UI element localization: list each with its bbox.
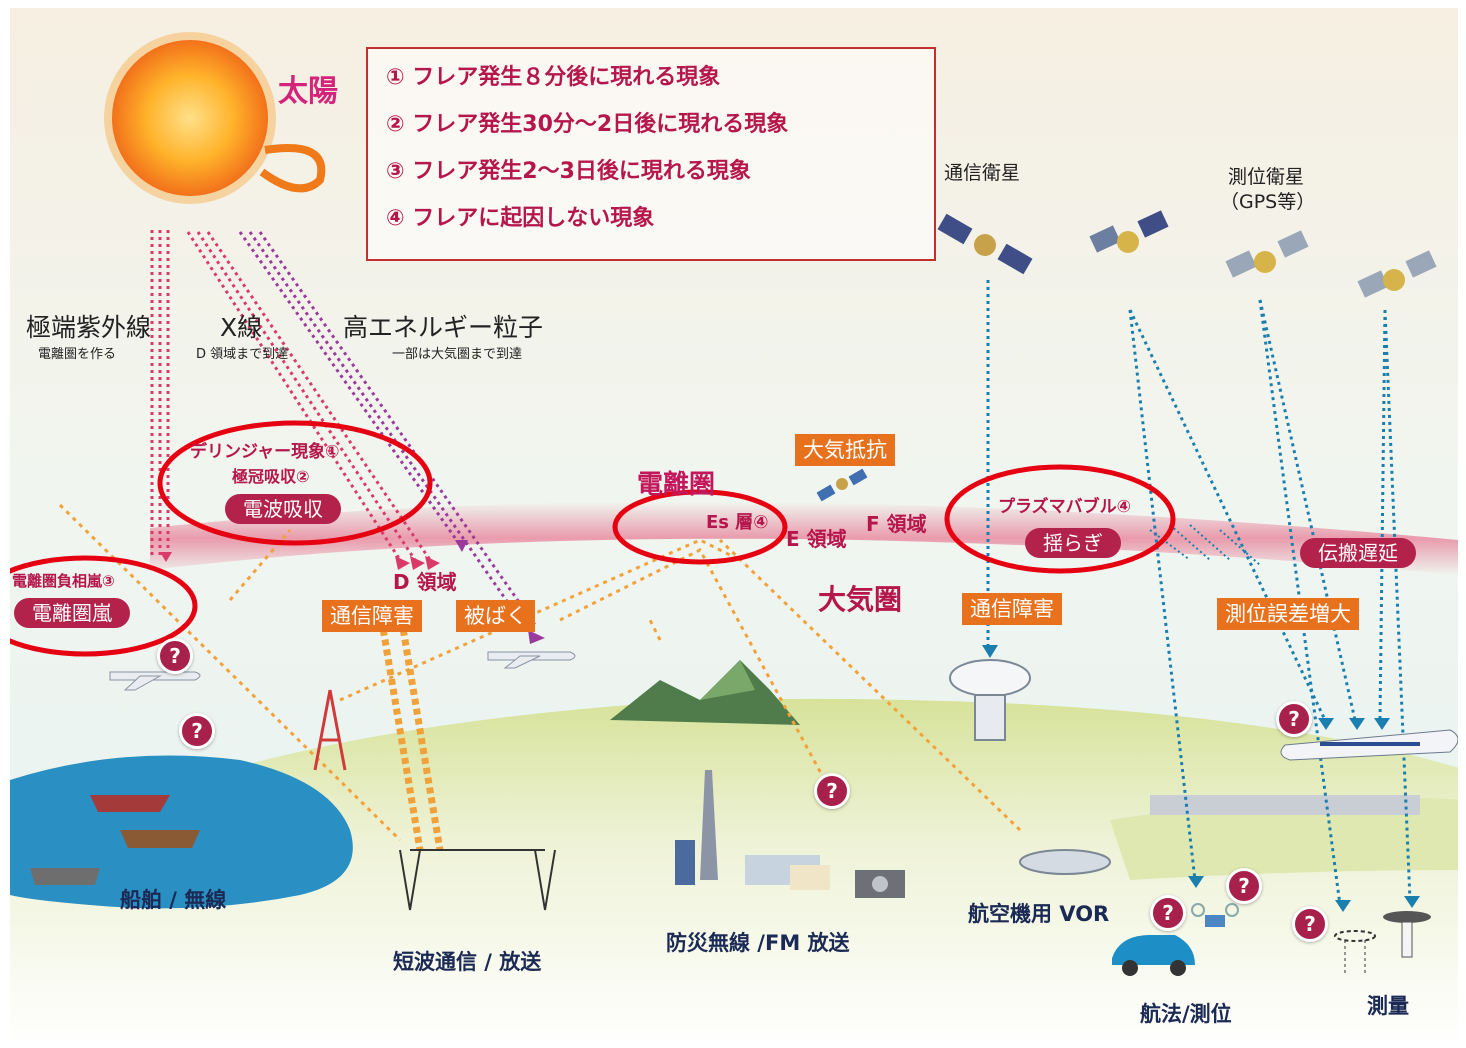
scintillation-pattern	[1149, 524, 1261, 566]
legend-item-2: ② フレア発生30分～2日後に現れる現象	[386, 112, 789, 137]
airplane-left	[109, 671, 201, 691]
comm-satellite-label: 通信衛星	[944, 162, 1021, 184]
dellinger-label: デリンジャー現象①	[190, 442, 340, 462]
legend-item-4: ④ フレアに起因しない現象	[386, 206, 655, 231]
legend-box: ① フレア発生８分後に現れる現象 ② フレア発生30分～2日後に現れる現象 ③ …	[366, 47, 936, 261]
shortwave-label: 短波通信 / 放送	[393, 950, 542, 974]
plasma-bubble-label: プラズマバブル④	[998, 497, 1132, 517]
ships	[30, 795, 200, 885]
ionospheric-storm-badge: 電離圏嵐	[14, 598, 130, 628]
satellite-links	[986, 280, 1412, 906]
city-buildings	[675, 840, 905, 898]
mountains	[610, 660, 800, 725]
airport-field	[1110, 797, 1466, 880]
earth-surface	[0, 698, 1466, 1048]
radio-tower	[313, 689, 347, 771]
comm-fault-tag-2: 通信障害	[962, 593, 1062, 625]
radiation-rays	[150, 230, 537, 626]
unknown-mark: ?	[179, 713, 215, 749]
ionosphere-band	[150, 501, 1458, 575]
polar-cap-label: 極冠吸収②	[232, 467, 310, 486]
sun-label: 太陽	[278, 74, 338, 109]
euv-sublabel: 電離圏を作る	[38, 347, 117, 362]
car	[1112, 935, 1195, 976]
particles-sublabel: 一部は大気圏まで到達	[392, 347, 523, 362]
vor-station	[1019, 849, 1111, 875]
xray-sublabel: D 領域まで到達	[196, 347, 289, 362]
particles-label: 高エネルギー粒子	[343, 313, 544, 342]
terminal-building	[1150, 795, 1420, 815]
radio-paths	[58, 503, 1022, 842]
unknown-mark: ?	[1276, 701, 1312, 737]
arrowheads	[160, 552, 440, 570]
survey-instruments	[1334, 911, 1431, 975]
radar-antenna	[949, 659, 1031, 741]
d-region-label: D 領域	[393, 570, 457, 594]
negative-storm-label: 電離圏負相嵐③	[12, 572, 115, 590]
gnss-satellite-1	[1089, 210, 1169, 253]
ship-label: 船舶 / 無線	[120, 888, 227, 912]
unknown-mark: ?	[814, 773, 850, 809]
positioning-error-tag: 測位誤差増大	[1217, 598, 1359, 630]
shortwave-antenna	[399, 849, 556, 911]
disaster-radio-label: 防災無線 /FM 放送	[666, 931, 850, 955]
unknown-mark: ?	[1150, 895, 1186, 931]
unknown-mark: ?	[1292, 906, 1328, 942]
highlight-ellipses	[0, 420, 1176, 657]
legend-item-1: ① フレア発生８分後に現れる現象	[386, 65, 721, 90]
navigation-label: 航法/測位	[1140, 1002, 1232, 1026]
unknown-mark: ?	[1226, 868, 1262, 904]
skytree	[700, 770, 718, 880]
exposure-tag: 被ばく	[456, 600, 535, 632]
gnss-satellite-note: （GPS等）	[1220, 191, 1316, 213]
propagation-delay-badge: 伝搬遅延	[1300, 538, 1416, 568]
survey-label: 測量	[1367, 994, 1409, 1018]
drag-satellite	[816, 468, 868, 502]
unknown-mark: ?	[157, 638, 193, 674]
gnss-satellite-label: 測位衛星	[1228, 166, 1305, 188]
airplane-right	[1280, 729, 1459, 761]
gnss-satellite-2	[1225, 230, 1309, 278]
comm-satellite	[937, 213, 1033, 275]
radio-absorption-badge: 電波吸収	[225, 494, 341, 524]
scintillation-badge: 揺らぎ	[1025, 528, 1121, 558]
drone	[1191, 903, 1239, 927]
euv-label: 極端紫外線	[26, 313, 152, 342]
es-layer-label: Es 層④	[706, 512, 769, 533]
ionosphere-label: 電離圏	[637, 470, 716, 500]
f-region-label: F 領域	[866, 512, 927, 536]
airplane-center	[487, 651, 576, 669]
legend-item-3: ③ フレア発生2～3日後に現れる現象	[386, 159, 751, 184]
vor-label: 航空機用 VOR	[968, 902, 1110, 926]
gnss-satellite-3	[1357, 250, 1437, 298]
e-region-label: E 領域	[786, 527, 847, 551]
comm-fault-tag-1: 通信障害	[322, 600, 422, 632]
drag-tag: 大気抵抗	[795, 434, 895, 466]
xray-label: X線	[220, 313, 263, 342]
atmosphere-label: 大気圏	[818, 583, 903, 616]
sun	[104, 32, 326, 204]
